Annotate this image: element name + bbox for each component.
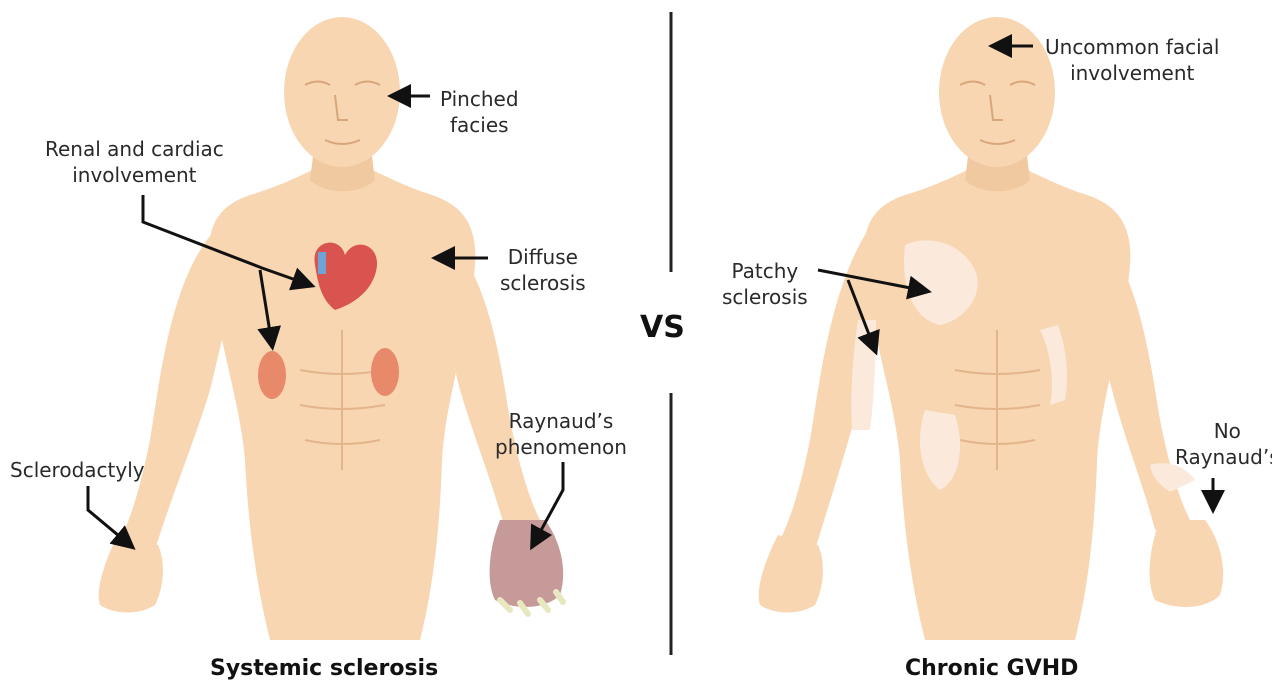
label-raynaud-phenomenon: Raynaud’s phenomenon	[495, 408, 627, 460]
label-diffuse-sclerosis: Diffuse sclerosis	[500, 244, 586, 296]
label-renal-line2: involvement	[45, 162, 224, 188]
caption-systemic-sclerosis: Systemic sclerosis	[210, 656, 438, 681]
kidney-left	[371, 348, 399, 396]
label-patchy-line2: sclerosis	[722, 284, 808, 310]
label-no-raynaud-line2: Raynaud’s	[1175, 444, 1272, 470]
label-facial-line2: involvement	[1045, 60, 1219, 86]
label-no-raynaud-line1: No	[1175, 418, 1272, 444]
label-raynaud-line2: phenomenon	[495, 434, 627, 460]
left-body-left-hand-raynaud	[490, 520, 564, 607]
right-body	[759, 17, 1223, 640]
label-diffuse-line2: sclerosis	[500, 270, 586, 296]
right-body-left-hand	[1150, 520, 1224, 607]
label-pinched-line2: facies	[440, 112, 519, 138]
label-no-raynaud: No Raynaud’s	[1175, 418, 1272, 470]
label-renal-cardiac: Renal and cardiac involvement	[45, 136, 224, 188]
label-sclerodactyly-text: Sclerodactyly	[10, 457, 145, 483]
label-sclerodactyly: Sclerodactyly	[10, 457, 145, 483]
label-patchy-line1: Patchy	[722, 258, 808, 284]
label-facial-line1: Uncommon facial	[1045, 34, 1219, 60]
left-body-right-hand	[99, 535, 163, 613]
caption-chronic-gvhd: Chronic GVHD	[905, 656, 1078, 681]
kidney-right	[258, 351, 286, 399]
label-pinched-facies: Pinched facies	[440, 86, 519, 138]
label-raynaud-line1: Raynaud’s	[495, 408, 627, 434]
label-renal-line1: Renal and cardiac	[45, 136, 224, 162]
vs-label: VS	[640, 310, 685, 345]
label-uncommon-facial: Uncommon facial involvement	[1045, 34, 1219, 86]
label-patchy-sclerosis: Patchy sclerosis	[722, 258, 808, 310]
label-pinched-line1: Pinched	[440, 86, 519, 112]
heart-vessel	[318, 252, 326, 274]
right-body-right-hand	[759, 535, 823, 613]
label-diffuse-line1: Diffuse	[500, 244, 586, 270]
